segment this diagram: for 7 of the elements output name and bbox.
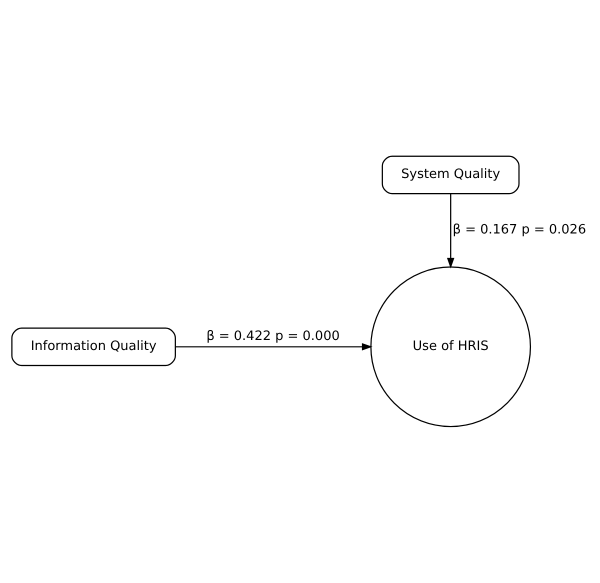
node-box: Information Quality <box>11 328 176 366</box>
node-circle: Use of HRIS <box>370 266 532 428</box>
edge-label: β = 0.167 p = 0.026 <box>452 222 586 238</box>
node-box: System Quality <box>382 156 520 194</box>
arrow <box>446 194 454 268</box>
arrow <box>176 343 373 350</box>
edge-label: β = 0.422 p = 0.000 <box>206 329 340 344</box>
